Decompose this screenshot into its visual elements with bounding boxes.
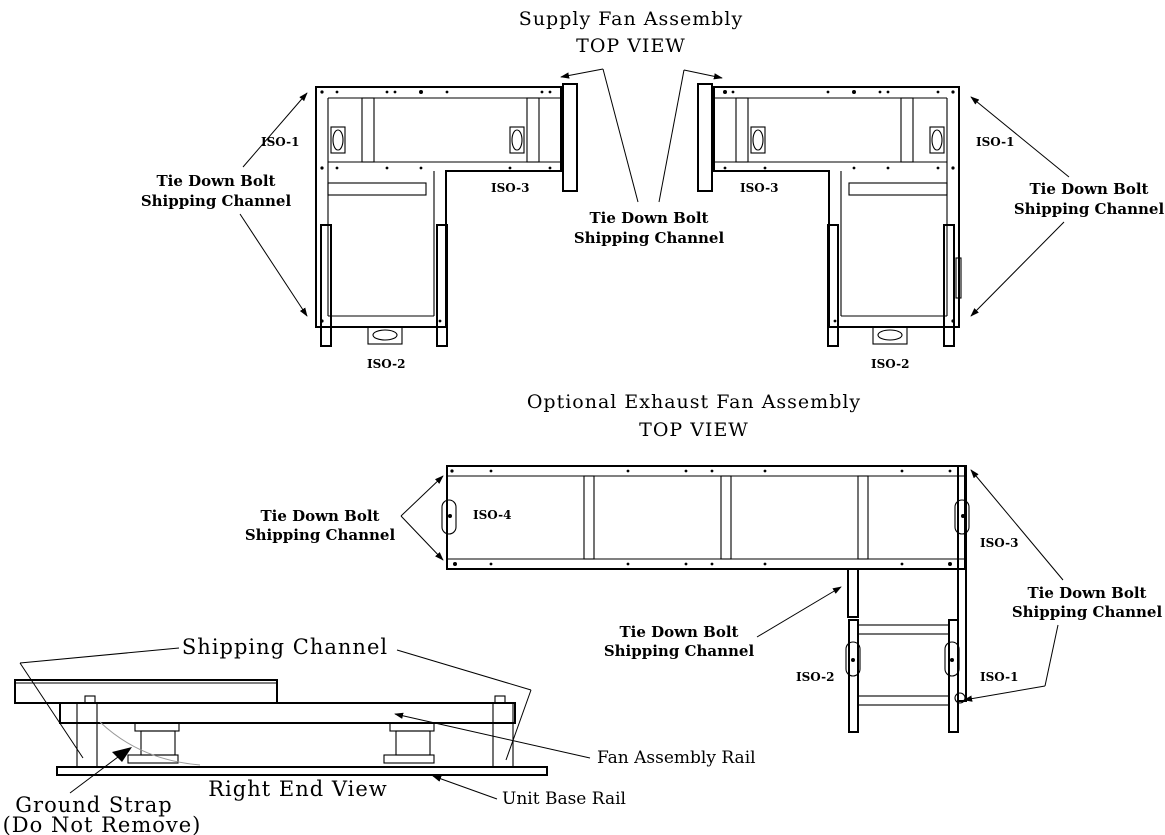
exhaust-left-tie-down-line1: Tie Down Bolt [261,507,380,525]
supply-right-iso1 [929,126,945,154]
supply-center-tie-down-line1: Tie Down Bolt [590,209,709,227]
supply-subtitle: TOP VIEW [576,35,686,57]
end-view-fan-assembly-rail [59,702,516,724]
supply-left-iso1 [330,126,346,154]
end-view-ground-strap [99,721,201,766]
exhaust-right-tie-down-line1: Tie Down Bolt [1028,584,1147,602]
supply-center-tie-down-line2: Shipping Channel [574,229,725,247]
supply-left-assembly [315,83,578,347]
supply-center-leader-left-arrow [560,68,604,79]
supply-right-shipping-channel-upper [697,83,713,192]
supply-left-shipping-channel-left [320,224,332,347]
supply-left-iso3 [509,126,525,154]
exhaust-iso3-label: ISO-3 [980,536,1019,550]
supply-left-shipping-channel-right [436,224,448,347]
exhaust-title: Optional Exhaust Fan Assembly [527,391,861,413]
exhaust-assembly [441,465,970,733]
exhaust-right-leader-top [970,469,1064,581]
supply-left-iso2-label: ISO-2 [367,357,406,371]
exhaust-right-leader-bottom-a [1044,624,1059,687]
supply-right-shipping-channel-left [827,224,839,347]
end-view-unit-base-rail [56,766,548,776]
exhaust-iso2 [845,641,861,677]
supply-right-frame [713,86,960,328]
exhaust-mid-leader [756,586,842,638]
exhaust-iso4 [441,499,457,535]
end-view-unit-base-rail-label: Unit Base Rail [502,789,626,809]
exhaust-iso1-label: ISO-1 [980,670,1019,684]
end-view-shipping-leader-left-h [19,647,180,664]
supply-right-iso3-label: ISO-3 [740,181,779,195]
exhaust-frame [446,465,966,570]
exhaust-left-tie-down-line2: Shipping Channel [245,526,396,544]
supply-right-iso3 [750,126,766,154]
end-view-shipping-leader-right-b [505,689,532,761]
end-view-ground-strap-line2: (Do Not Remove) [3,813,202,835]
exhaust-mid-tie-down-line2: Shipping Channel [604,642,755,660]
supply-left-leader-top [242,92,308,168]
exhaust-right-leader-bottom-b [963,685,1046,702]
exhaust-subtitle: TOP VIEW [639,419,749,441]
end-view-base-rail-leader [432,775,498,800]
supply-left-tie-down-line1: Tie Down Bolt [157,172,276,190]
supply-right-assembly [697,83,962,347]
exhaust-iso2-label: ISO-2 [796,670,835,684]
supply-left-frame [315,86,562,328]
exhaust-mid-tie-down-line1: Tie Down Bolt [620,623,739,641]
exhaust-left-leader-bottom [400,515,444,561]
supply-left-leader-bottom [239,213,308,317]
supply-left-iso3-label: ISO-3 [491,181,530,195]
supply-right-leader-top [970,96,1070,178]
supply-title: Supply Fan Assembly [519,8,743,30]
exhaust-iso3 [954,499,970,535]
supply-right-tie-down-line2: Shipping Channel [1014,200,1165,218]
end-view-fan-assembly-rail-label: Fan Assembly Rail [597,748,756,768]
supply-right-leader-bottom [970,221,1065,317]
end-view-fan-rail-leader [394,712,591,759]
supply-right-shipping-channel-right [943,224,955,347]
supply-right-iso2-label: ISO-2 [871,357,910,371]
supply-center-leader-right [658,69,685,203]
supply-center-leader-right-arrow [683,69,723,80]
exhaust-left-leader-top [400,475,444,517]
end-view-shipping-leader-right-a [396,649,532,691]
end-view-title: Right End View [208,777,388,801]
supply-right-iso2 [872,326,908,345]
supply-right-tie-down-line1: Tie Down Bolt [1030,180,1149,198]
supply-right-iso1-label: ISO-1 [976,135,1015,149]
supply-center-leader-left [602,68,639,203]
end-view-ground-strap-arrow-shaft [69,753,123,794]
right-end-view [14,679,548,776]
exhaust-right-tie-down-line2: Shipping Channel [1012,603,1163,621]
supply-left-iso2 [367,326,403,345]
end-view-ground-strap-line1: Ground Strap [15,793,172,817]
supply-left-iso1-label: ISO-1 [261,135,300,149]
exhaust-right-shipping-channel [957,465,967,702]
supply-left-shipping-channel-upper [562,83,578,192]
end-view-ground-strap-arrowhead [112,747,132,762]
supply-left-tie-down-line2: Shipping Channel [141,192,292,210]
end-view-shipping-channel-label: Shipping Channel [182,635,388,659]
exhaust-iso4-label: ISO-4 [473,508,512,522]
exhaust-iso1 [944,641,960,677]
end-view-shipping-leader-left [19,662,84,759]
exhaust-mid-shipping-channel [847,568,859,618]
